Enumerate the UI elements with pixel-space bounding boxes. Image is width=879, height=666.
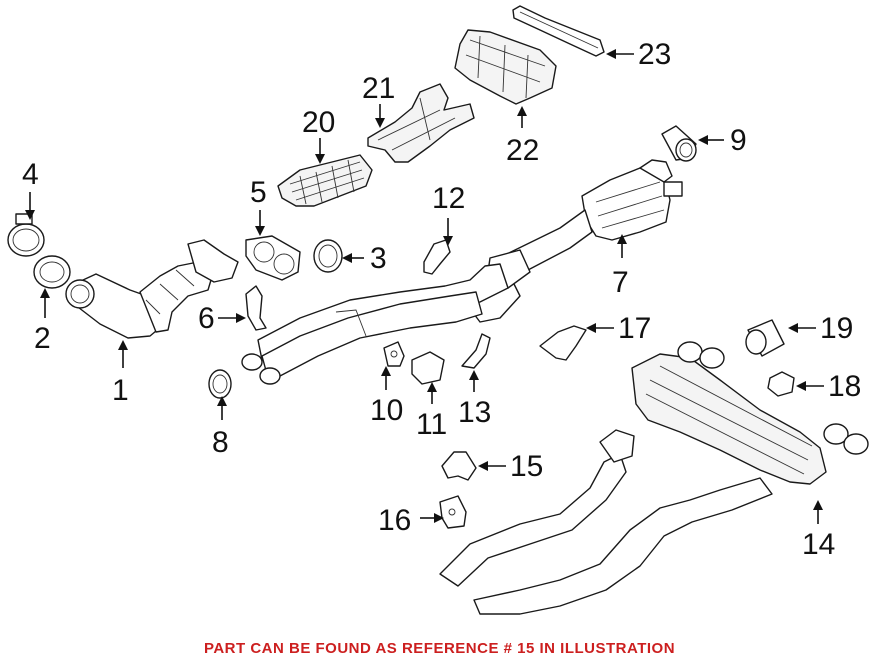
callout-1: 1 [112,374,129,407]
part-6-bracket [245,285,267,331]
part-17-bracket [539,325,587,361]
part-7-center-muffler [467,159,683,323]
callout-17: 17 [618,312,651,345]
front-pipe [241,263,509,385]
part-14-rear-muffler [439,341,869,615]
callout-3: 3 [370,242,387,275]
part-15-bracket [441,451,477,481]
part-12-hanger [423,239,451,275]
callout-10: 10 [370,394,403,427]
part-13-hanger [461,333,491,369]
part-2-gasket [33,255,71,289]
callout-8: 8 [212,426,229,459]
callout-7: 7 [612,266,629,299]
part-18-actuator [767,371,795,397]
part-23-heat-shield [512,5,605,57]
part-20-heat-shield [277,154,373,207]
callout-22: 22 [506,134,539,167]
part-3-gasket [313,239,343,273]
reference-note: PART CAN BE FOUND AS REFERENCE # 15 IN I… [203,640,676,657]
callout-18: 18 [828,370,861,403]
part-16-bracket [439,495,467,529]
callout-14: 14 [802,528,835,561]
part-1-catalytic-converter [65,239,239,339]
callout-19: 19 [820,312,853,345]
part-5-flange-gasket [245,235,301,281]
callout-2: 2 [34,322,51,355]
callout-4: 4 [22,158,39,191]
callout-labels: 1 2 3 4 5 6 7 8 9 10 11 12 13 14 15 16 1… [22,38,861,561]
callout-5: 5 [250,176,267,209]
callout-13: 13 [458,396,491,429]
part-9-tip [661,125,697,162]
part-8-gasket [208,369,232,399]
part-21-heat-shield [367,83,475,163]
callout-21: 21 [362,72,395,105]
leader-arrows [25,49,824,524]
part-19-tip [745,319,785,357]
callout-6: 6 [198,302,215,335]
callout-15: 15 [510,450,543,483]
part-22-heat-shield [454,29,557,105]
callout-20: 20 [302,106,335,139]
callout-23: 23 [638,38,671,71]
callout-11: 11 [416,408,447,441]
callout-12: 12 [432,182,465,215]
part-11-mount [411,351,445,385]
callout-16: 16 [378,504,411,537]
part-4-clamp [7,213,45,257]
part-10-bracket [383,341,405,367]
callout-9: 9 [730,124,747,157]
